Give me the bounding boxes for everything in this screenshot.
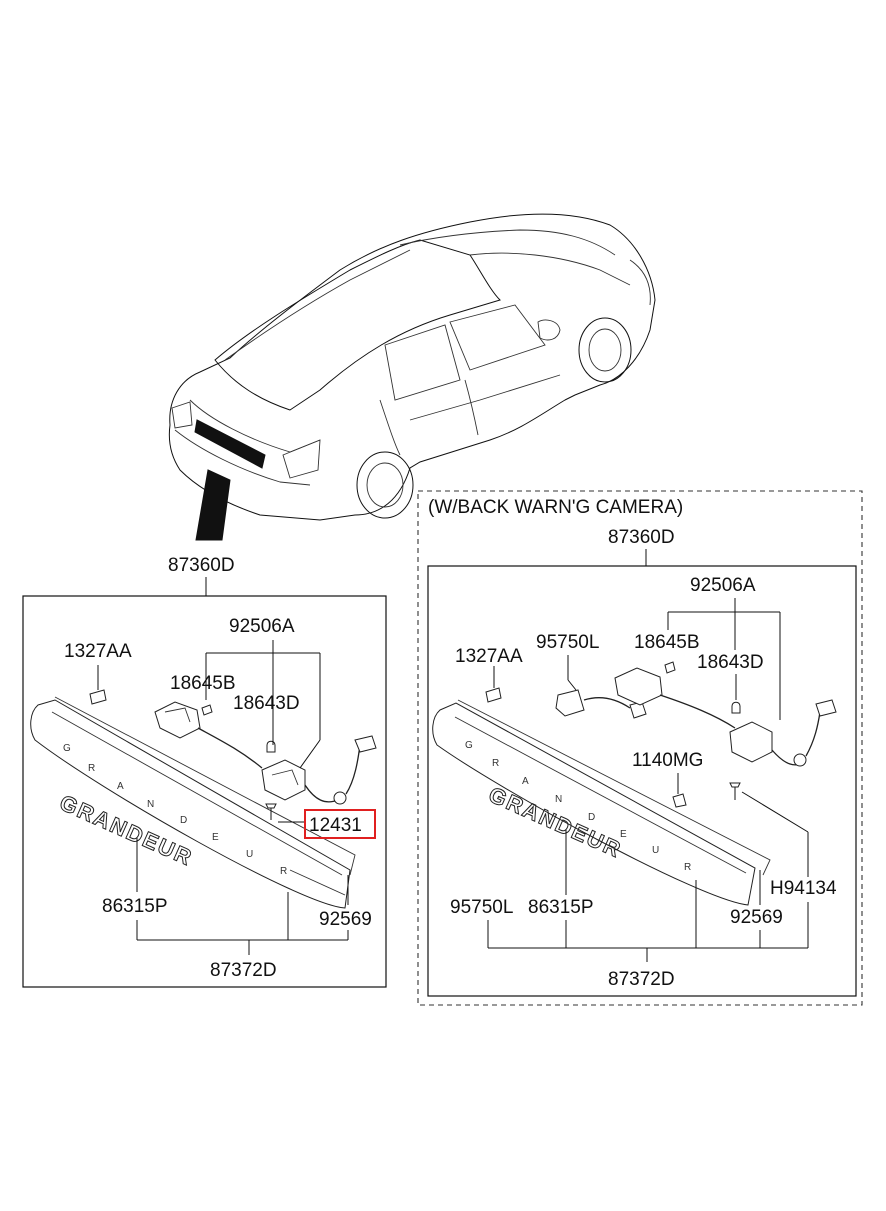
camera-title: (W/BACK WARN'G CAMERA) — [428, 497, 683, 518]
camera-label-87372D: 87372D — [608, 969, 675, 990]
svg-text:E: E — [212, 832, 219, 843]
screw-H94134 — [729, 782, 741, 800]
svg-text:N: N — [555, 794, 562, 805]
main-label-18645B: 18645B — [170, 673, 236, 694]
svg-text:A: A — [522, 776, 529, 787]
camera-diagram-dashed-frame — [417, 490, 863, 1006]
camera-top-label: 87360D — [608, 527, 675, 548]
svg-text:N: N — [147, 799, 154, 810]
svg-text:R: R — [492, 758, 499, 769]
camera-bulb-holder — [664, 661, 676, 674]
license-lamp-right — [261, 759, 339, 803]
license-lamp-left — [154, 701, 263, 769]
svg-text:R: R — [684, 862, 691, 873]
main-label-92569: 92569 — [319, 909, 372, 930]
camera-label-95750L: 95750L — [536, 632, 599, 653]
lamp-connector — [333, 735, 377, 805]
svg-text:R: R — [280, 866, 287, 877]
bulb-holder-18645B — [201, 704, 213, 716]
back-warning-camera — [555, 655, 647, 719]
highlight-box-12431 — [304, 809, 376, 839]
camera-label-95750L-bottom: 95750L — [450, 897, 513, 918]
main-label-12431: 12431 — [309, 815, 362, 836]
camera-label-1327AA: 1327AA — [455, 646, 523, 667]
camera-license-lamp-left — [614, 667, 736, 729]
main-label-86315P: 86315P — [102, 896, 168, 917]
camera-label-1140MG: 1140MG — [632, 750, 703, 771]
garnish-bar — [30, 696, 356, 909]
camera-label-H94134: H94134 — [770, 878, 837, 899]
svg-text:U: U — [652, 845, 659, 856]
camera-diagram: (W/BACK WARN'G CAMERA) 87360D G R A N D … — [417, 490, 863, 1006]
camera-screw-1140MG — [672, 793, 687, 808]
camera-label-92569: 92569 — [730, 907, 783, 928]
bulb-18643D — [266, 740, 276, 753]
camera-label-18645B: 18645B — [634, 632, 700, 653]
camera-garnish-letters: G R A N D E U R — [465, 740, 691, 873]
main-label-18643D: 18643D — [233, 693, 300, 714]
trim-clip — [89, 665, 107, 705]
svg-text:R: R — [88, 763, 95, 774]
main-label-1327AA: 1327AA — [64, 641, 132, 662]
camera-bulb — [731, 701, 741, 714]
main-label-87372D: 87372D — [210, 960, 277, 981]
svg-text:G: G — [465, 740, 473, 751]
camera-label-18643D: 18643D — [697, 652, 764, 673]
garnish-letters: G R A N D E U R — [63, 743, 287, 877]
camera-label-86315P: 86315P — [528, 897, 594, 918]
svg-text:D: D — [180, 815, 187, 826]
camera-lamp-connector — [793, 699, 837, 767]
camera-trim-clip — [485, 666, 502, 703]
svg-text:U: U — [246, 849, 253, 860]
car-illustration — [168, 213, 656, 541]
svg-text:A: A — [117, 781, 124, 792]
camera-label-92506A: 92506A — [690, 575, 756, 596]
screw-12431 — [265, 803, 277, 820]
camera-garnish-bar — [432, 699, 771, 906]
svg-text:G: G — [63, 743, 71, 754]
main-top-label: 87360D — [168, 555, 235, 576]
svg-text:E: E — [620, 829, 627, 840]
camera-diagram-frame — [427, 565, 857, 997]
main-label-92506A: 92506A — [229, 616, 295, 637]
main-diagram-frame — [22, 595, 387, 988]
svg-text:D: D — [588, 812, 595, 823]
main-diagram: 87360D G R A N D E U R G R A N D E U R 1327AA — [22, 555, 387, 988]
